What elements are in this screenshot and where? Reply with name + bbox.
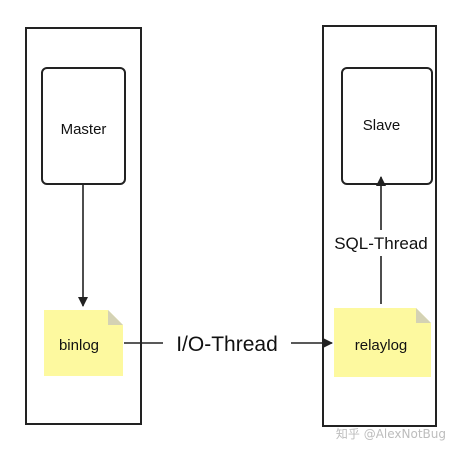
master-label: Master (61, 121, 107, 138)
binlog-note: binlog (44, 310, 123, 376)
sql-thread-label: SQL-Thread (334, 234, 428, 253)
relaylog-note: relaylog (334, 308, 431, 377)
relaylog-label: relaylog (355, 337, 408, 354)
master-node: Master (41, 67, 126, 185)
slave-label: Slave (363, 117, 401, 134)
watermark-text: 知乎 @AlexNotBug (336, 427, 446, 441)
binlog-label: binlog (59, 337, 99, 354)
slave-node: Slave (341, 67, 433, 185)
io-thread-label: I/O-Thread (176, 333, 278, 356)
